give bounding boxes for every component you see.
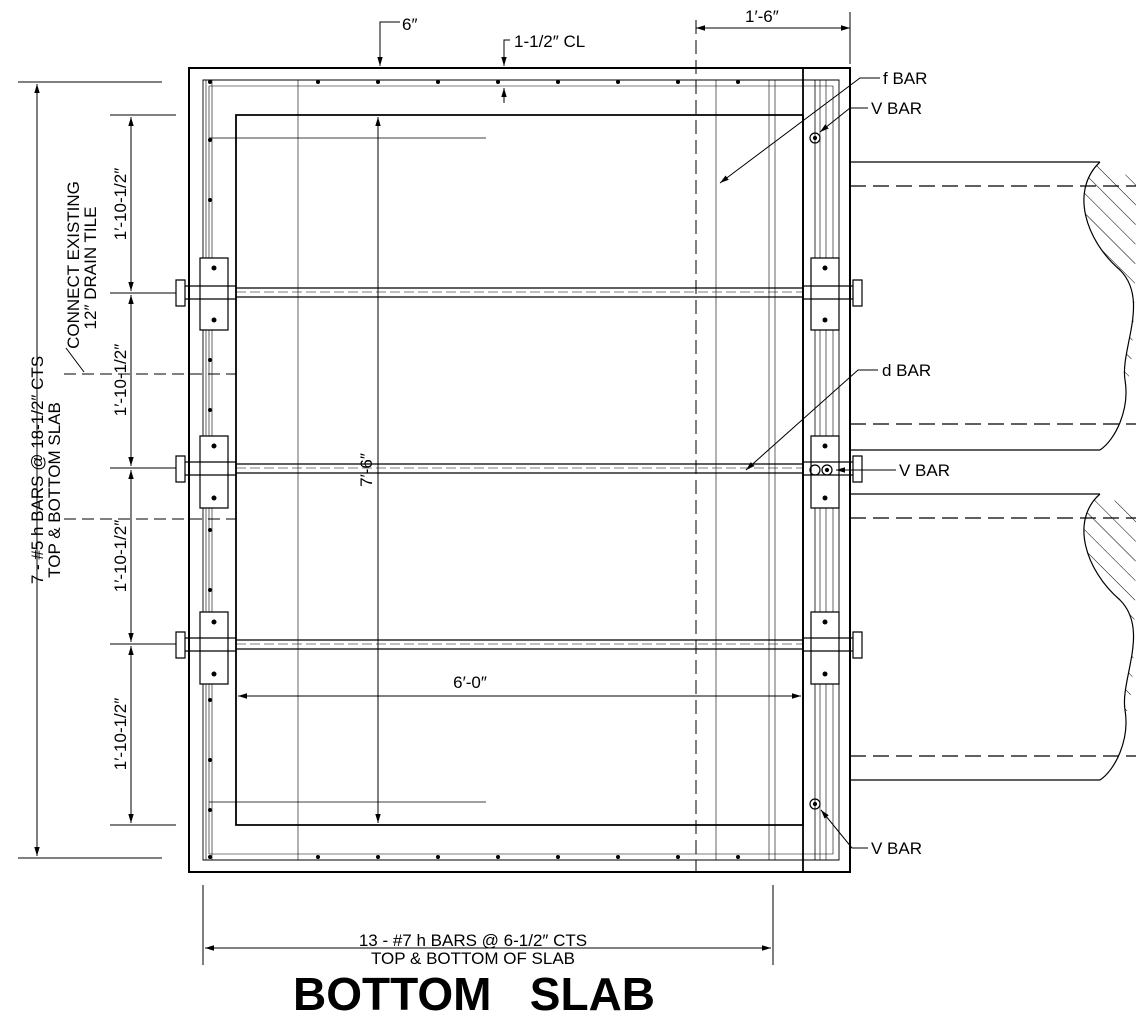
drawing-title: BOTTOM SLAB xyxy=(293,968,655,1019)
label-top-right-dim: 1′-6″ xyxy=(745,7,779,26)
label-v-bar-top: V BAR xyxy=(871,99,922,118)
label-drain-tile-sub: 12″ DRAIN TILE xyxy=(81,207,100,330)
label-spacing-1: 1′-10-1/2″ xyxy=(111,168,130,241)
label-f-bar: f BAR xyxy=(883,69,927,88)
label-bottom-bars-sub: TOP & BOTTOM OF SLAB xyxy=(371,949,575,968)
d-bar-3 xyxy=(236,640,803,649)
rebar-dots-top xyxy=(208,80,740,859)
label-v-bar-mid: V BAR xyxy=(899,461,950,480)
label-spacing-4: 1′-10-1/2″ xyxy=(111,698,130,771)
plate-bolt-holes xyxy=(211,265,828,677)
leaders xyxy=(66,78,896,848)
annotations: 6″ 1-1/2″ CL 1′-6″ f BAR V BAR d BAR V B… xyxy=(28,7,950,1019)
dimension-lines xyxy=(18,12,850,965)
label-left-h-bars: 7 - #5 h BARS @ 18-1/2″ CTS xyxy=(28,356,47,584)
label-inner-width: 6′-0″ xyxy=(453,673,487,692)
pipe-upper xyxy=(850,162,1136,450)
bolt-plates xyxy=(176,258,862,684)
v-bar-circles xyxy=(809,132,833,810)
label-d-bar: d BAR xyxy=(882,361,931,380)
d-bars xyxy=(236,288,803,649)
pipe-lower xyxy=(850,494,1136,780)
label-inner-height: 7′-6″ xyxy=(357,453,376,487)
d-bar-2 xyxy=(236,464,803,473)
label-clear-cover: 1-1/2″ CL xyxy=(514,32,585,51)
label-top-6in: 6″ xyxy=(402,15,417,34)
label-v-bar-bottom: V BAR xyxy=(871,839,922,858)
label-left-h-bars-sub: TOP & BOTTOM SLAB xyxy=(45,402,64,578)
d-bar-1 xyxy=(236,288,803,297)
slab-outline xyxy=(189,20,850,872)
label-bottom-bars: 13 - #7 h BARS @ 6-1/2″ CTS xyxy=(359,931,587,950)
label-spacing-3: 1′-10-1/2″ xyxy=(111,520,130,593)
label-drain-tile: CONNECT EXISTING xyxy=(64,181,83,349)
label-spacing-2: 1′-10-1/2″ xyxy=(111,344,130,417)
